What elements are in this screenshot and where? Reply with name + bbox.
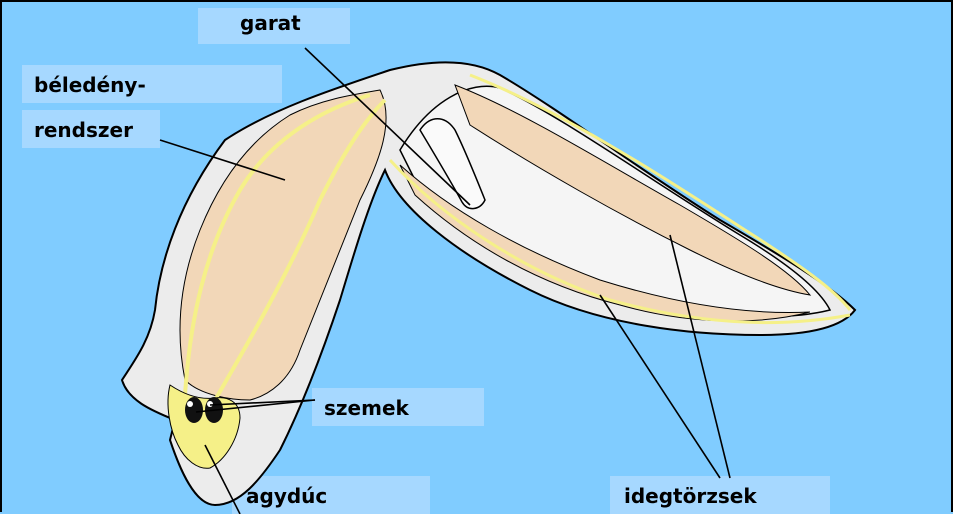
label-agyduc: agydúc	[246, 486, 327, 506]
label-beledeny: béledény-	[34, 75, 146, 95]
label-garat: garat	[240, 13, 301, 33]
label-szemek: szemek	[324, 398, 409, 418]
eye-left-icon	[185, 397, 203, 423]
label-rendszer: rendszer	[34, 120, 133, 140]
label-idegtorzsek: idegtörzsek	[624, 486, 757, 506]
